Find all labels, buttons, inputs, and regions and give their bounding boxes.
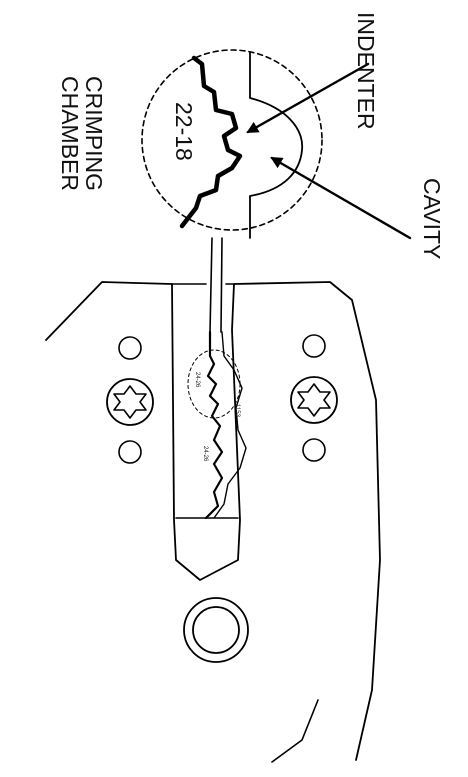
crimping-chamber-label-line1: CRIMPING	[81, 76, 107, 191]
cavity-label: CAVITY	[419, 178, 445, 259]
indenter-arrow	[246, 62, 370, 134]
pivot-assembly	[183, 597, 249, 663]
cavity-die-profile	[213, 331, 247, 519]
indenter-profile	[179, 55, 243, 229]
detail-connector-left	[209, 237, 213, 333]
cavity-arrow	[270, 156, 412, 240]
die-marking-left-b: 24-26	[202, 446, 208, 462]
pivot-inner-ring	[192, 606, 240, 654]
wire-range-label: 22-18	[171, 102, 197, 161]
detail-connector-right	[220, 237, 223, 333]
right-pin-bottom	[302, 438, 326, 462]
crimping-chamber-label-line2: CHAMBER	[57, 76, 83, 191]
tool-frame-outline	[45, 281, 381, 761]
left-screw-cross-icon	[113, 385, 147, 419]
right-screw-cross-icon	[297, 383, 331, 417]
left-pin-bottom	[118, 440, 142, 464]
left-pin-top	[118, 336, 142, 360]
die-marking-right: 1153	[234, 404, 240, 418]
die-profiles: 24-26 24-26 1153	[187, 330, 247, 520]
left-screw-head	[106, 378, 154, 426]
detail-circle-dashed	[141, 49, 323, 231]
die-marking-left-a: 24-26	[194, 372, 200, 388]
die-detail-dashed-ring	[187, 349, 241, 419]
pivot-outer-ring	[183, 597, 249, 663]
right-screw-assembly	[290, 334, 338, 462]
right-screw-head	[290, 376, 338, 424]
detail-magnifier	[141, 49, 323, 333]
indenter-die-profile	[204, 330, 224, 520]
handle-edge	[271, 699, 319, 763]
tool-body	[45, 281, 381, 763]
indenter-label: INDENTER	[353, 12, 379, 130]
right-pin-top	[302, 334, 326, 358]
left-screw-assembly	[106, 336, 154, 464]
cavity-outline	[249, 51, 303, 239]
